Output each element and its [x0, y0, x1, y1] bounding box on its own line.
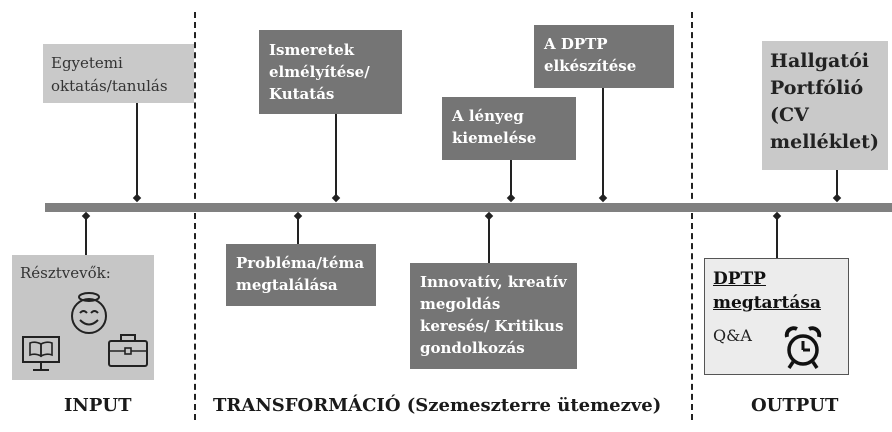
connector-line — [297, 217, 299, 244]
dptp-preparation-box: A DPTP elkészítése — [534, 25, 674, 88]
smiling-face-icon — [71, 292, 107, 334]
timeline-bar — [45, 203, 892, 212]
connector-line — [335, 114, 337, 200]
connector-line — [136, 103, 138, 200]
section-label-transformation: TRANSFORMÁCIÓ (Szemeszterre ütemezve) — [213, 395, 662, 416]
connector-dot — [484, 211, 494, 221]
section-divider-input — [194, 12, 196, 420]
computer-book-icon — [22, 336, 60, 371]
input-education-box: Egyetemi oktatás/tanulás — [43, 44, 194, 103]
connector-dot — [832, 193, 842, 203]
connector-dot — [293, 211, 303, 221]
connector-dot — [506, 193, 516, 203]
qa-label: Q&A — [713, 326, 752, 345]
section-label-output: OUTPUT — [751, 395, 839, 416]
briefcase-icon — [108, 334, 148, 367]
problem-finding-box: Probléma/téma megtalálása — [226, 244, 376, 306]
connector-line — [776, 217, 778, 258]
innovative-solution-box: Innovatív, kreatív megoldás keresés/ Kri… — [410, 263, 577, 369]
connector-line — [602, 88, 604, 200]
dptp-defense-title: DPTP megtartása — [713, 269, 821, 313]
student-portfolio-box: Hallgatói Portfólió (CV melléklet) — [762, 41, 888, 170]
connector-dot — [331, 193, 341, 203]
key-points-box: A lényeg kiemelése — [442, 97, 576, 160]
connector-line — [488, 217, 490, 263]
participants-box: Résztvevők: — [12, 255, 154, 380]
connector-line — [85, 217, 87, 255]
alarm-clock-icon — [784, 326, 822, 369]
connector-dot — [132, 193, 142, 203]
section-divider-output — [691, 12, 693, 420]
connector-dot — [81, 211, 91, 221]
connector-line — [836, 170, 838, 200]
dptp-defense-box: DPTP megtartása Q&A — [704, 258, 849, 375]
research-box: Ismeretek elmélyítése/ Kutatás — [259, 30, 402, 114]
connector-dot — [598, 193, 608, 203]
connector-line — [510, 160, 512, 200]
connector-dot — [772, 211, 782, 221]
participants-label: Résztvevők: — [20, 264, 111, 282]
section-label-input: INPUT — [64, 395, 132, 416]
